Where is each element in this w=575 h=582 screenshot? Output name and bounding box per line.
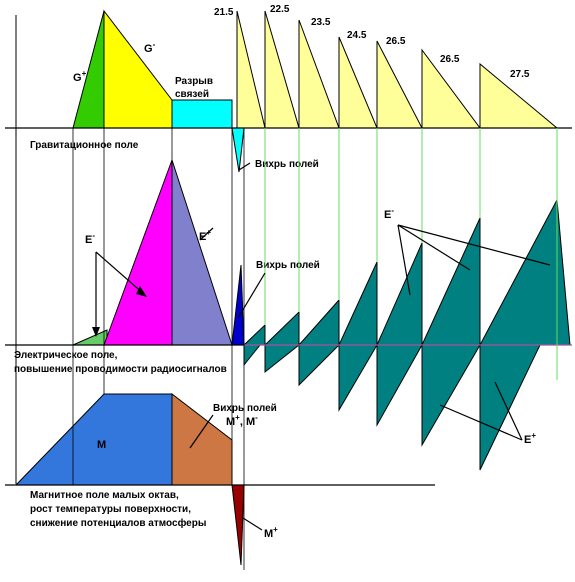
magnetic-vortex-label: Вихрь полей <box>213 403 277 414</box>
electric-vortex-label: Вихрь полей <box>256 260 320 271</box>
gravity-sawtooth-5 <box>376 40 423 129</box>
gravity-field-label: Гравитационное поле <box>30 140 139 151</box>
pointer-e-minus-right-1 <box>397 224 411 296</box>
gravity-peak-label-2: 22.5 <box>270 4 290 15</box>
electric-down-6 <box>421 344 481 447</box>
arrowhead-e-minus-down <box>92 327 100 337</box>
gravity-peak-label-6: 26.5 <box>440 54 460 65</box>
pointer-e-plus-center <box>199 227 214 241</box>
electric-down-5 <box>376 344 423 427</box>
gravity-peak-label-4: 24.5 <box>347 30 367 41</box>
electric-up-1 <box>242 323 266 346</box>
pointer-electric-vortex <box>237 272 266 319</box>
electric-up-5 <box>376 242 423 346</box>
electric-up-2 <box>263 310 300 346</box>
magnetic-m-label: M <box>97 439 106 451</box>
magnetic-m-pair-label: M+, M- <box>226 413 258 428</box>
electric-down-7 <box>479 344 541 471</box>
electric-section: E- E+ E- Вихрь полей Электрическое поле,… <box>5 159 572 471</box>
electric-up-3 <box>297 298 340 346</box>
gravity-sawtooth-1 <box>236 10 266 129</box>
gravity-sawtooth-3 <box>298 19 340 129</box>
gravity-g-plus-label: G+ <box>73 69 87 84</box>
gravity-peak-label-5: 26.5 <box>386 36 406 47</box>
electric-small-green <box>72 329 108 346</box>
pointer-gravity-vortex <box>238 162 251 171</box>
magnetic-field-label-1: Магнитное поле малых октав, <box>30 490 179 501</box>
magnetic-field-label-2: рост температуры поверхности, <box>30 504 191 515</box>
gravity-g-plus-area <box>72 10 105 129</box>
electric-e-minus-area <box>103 159 173 346</box>
electric-e-minus-left-label: E- <box>85 231 95 246</box>
magnetic-m-area <box>14 393 173 486</box>
magnetic-m-plus-bottom-label: M+ <box>264 525 278 540</box>
electric-e-plus-area <box>171 159 233 346</box>
gravity-break-rect <box>171 99 233 129</box>
electric-down-3 <box>298 344 341 387</box>
gravity-peak-label-1: 21.5 <box>214 7 234 18</box>
pointer-e-plus-right-2 <box>494 381 523 441</box>
pointer-lines <box>92 162 551 531</box>
gravity-vortex-triangle <box>231 127 245 173</box>
pointer-e-minus-right-3 <box>397 224 551 266</box>
gravity-sawtooth-4 <box>338 36 378 129</box>
electric-down-1 <box>243 344 262 367</box>
electric-down-4 <box>338 344 378 412</box>
pointer-magnetic-m-pair <box>189 414 214 449</box>
gravity-g-minus-area <box>103 9 173 129</box>
electric-up-6 <box>421 217 481 346</box>
magnetic-m-plus-spike <box>231 484 245 566</box>
electric-down-2 <box>264 344 301 374</box>
electric-field-label-2: повышение проводимости радиосигналов <box>14 364 227 375</box>
gravity-peak-label-3: 23.5 <box>311 17 331 28</box>
electric-up-4 <box>338 261 378 346</box>
electric-field-label-1: Электрическое поле, <box>14 350 118 361</box>
pointer-e-plus-right-1 <box>439 404 523 441</box>
gravity-section: G+ G- Разрыв связей 21.5 22.5 23.5 24.5 … <box>5 4 572 173</box>
gravity-break-label-1: Разрыв <box>175 76 213 87</box>
arrowhead-e-minus-magenta <box>136 286 147 297</box>
magnetic-e-plus-right-label: E+ <box>524 431 536 446</box>
gravity-break-label-2: связей <box>175 89 209 100</box>
gravity-vortex-label: Вихрь полей <box>255 159 319 170</box>
pointer-e-minus-to-magenta <box>95 251 146 296</box>
pointer-m-plus-bottom <box>242 517 263 531</box>
magnetic-field-label-3: снижение потенциалов атмосферы <box>30 517 206 529</box>
guide-lines <box>15 15 558 570</box>
magnetic-section: M Вихрь полей M+, M- E+ M+ Магнитное пол… <box>5 392 536 566</box>
electric-e-minus-right-label: E- <box>384 206 394 221</box>
gravity-g-minus-label: G- <box>144 40 156 55</box>
pointer-e-minus-right-2 <box>397 224 471 271</box>
gravity-sawtooth-2 <box>264 10 300 129</box>
gravity-peak-label-7: 27.5 <box>510 69 530 80</box>
electric-vortex-triangle <box>231 264 245 346</box>
